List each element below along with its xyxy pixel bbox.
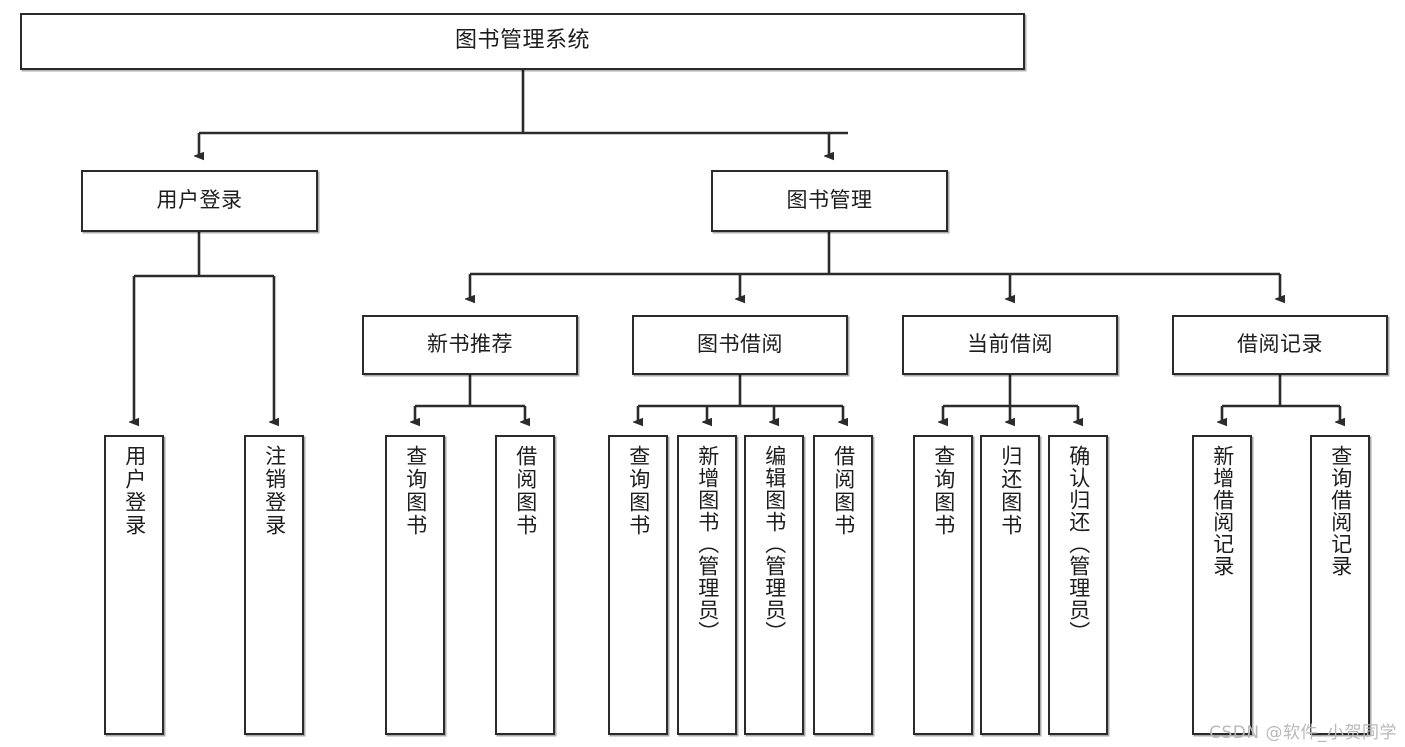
node-borrow-record-label: 借阅记录 bbox=[1237, 332, 1323, 357]
leaf-book-borrow-borrow-book[interactable]: 借阅图书 bbox=[813, 435, 873, 735]
leaf-current-borrow-return-book[interactable]: 归还图书 bbox=[980, 435, 1040, 735]
leaf-label: 用户登录 bbox=[122, 445, 147, 537]
node-root-book-management-system[interactable]: 图书管理系统 bbox=[20, 13, 1025, 70]
node-new-book-recommend[interactable]: 新书推荐 bbox=[362, 315, 578, 375]
leaf-book-borrow-query-book[interactable]: 查询图书 bbox=[608, 435, 668, 735]
leaf-label: 新增借阅记录 bbox=[1210, 445, 1235, 577]
node-current-borrow-label: 当前借阅 bbox=[967, 332, 1053, 357]
leaf-label: 注销登录 bbox=[262, 445, 287, 537]
leaf-borrow-record-add-record[interactable]: 新增借阅记录 bbox=[1192, 435, 1252, 735]
watermark: CSDN @软件_小贺同学 bbox=[1209, 723, 1397, 743]
leaf-new-book-query-book[interactable]: 查询图书 bbox=[385, 435, 445, 735]
leaf-user-login-login[interactable]: 用户登录 bbox=[104, 435, 164, 735]
node-book-management[interactable]: 图书管理 bbox=[711, 170, 948, 232]
leaf-borrow-record-query-record[interactable]: 查询借阅记录 bbox=[1310, 435, 1370, 735]
leaf-label: 借阅图书 bbox=[831, 445, 856, 537]
leaf-label: 查询借阅记录 bbox=[1328, 445, 1353, 577]
leaf-label: 借阅图书 bbox=[513, 445, 538, 537]
leaf-label: 确认归还（管理员） bbox=[1066, 445, 1091, 643]
leaf-label: 查询图书 bbox=[403, 445, 428, 537]
leaf-label: 查询图书 bbox=[626, 445, 651, 537]
node-user-login-label: 用户登录 bbox=[156, 188, 243, 213]
node-book-borrow[interactable]: 图书借阅 bbox=[632, 315, 848, 375]
leaf-current-borrow-query-book[interactable]: 查询图书 bbox=[913, 435, 973, 735]
node-user-login[interactable]: 用户登录 bbox=[81, 170, 318, 232]
node-borrow-record[interactable]: 借阅记录 bbox=[1172, 315, 1388, 375]
leaf-new-book-borrow-book[interactable]: 借阅图书 bbox=[495, 435, 555, 735]
node-book-borrow-label: 图书借阅 bbox=[697, 332, 783, 357]
leaf-book-borrow-add-book-admin[interactable]: 新增图书（管理员） bbox=[677, 435, 737, 735]
node-root-label: 图书管理系统 bbox=[454, 28, 590, 54]
node-book-management-label: 图书管理 bbox=[786, 188, 873, 213]
leaf-user-login-logout[interactable]: 注销登录 bbox=[244, 435, 304, 735]
leaf-label: 新增图书（管理员） bbox=[695, 445, 720, 643]
node-new-book-recommend-label: 新书推荐 bbox=[427, 332, 513, 357]
leaf-book-borrow-edit-book-admin[interactable]: 编辑图书（管理员） bbox=[744, 435, 804, 735]
node-current-borrow[interactable]: 当前借阅 bbox=[902, 315, 1118, 375]
leaf-label: 编辑图书（管理员） bbox=[762, 445, 787, 643]
leaf-label: 归还图书 bbox=[998, 445, 1023, 537]
leaf-label: 查询图书 bbox=[931, 445, 956, 537]
leaf-current-borrow-confirm-return-admin[interactable]: 确认归还（管理员） bbox=[1048, 435, 1108, 735]
